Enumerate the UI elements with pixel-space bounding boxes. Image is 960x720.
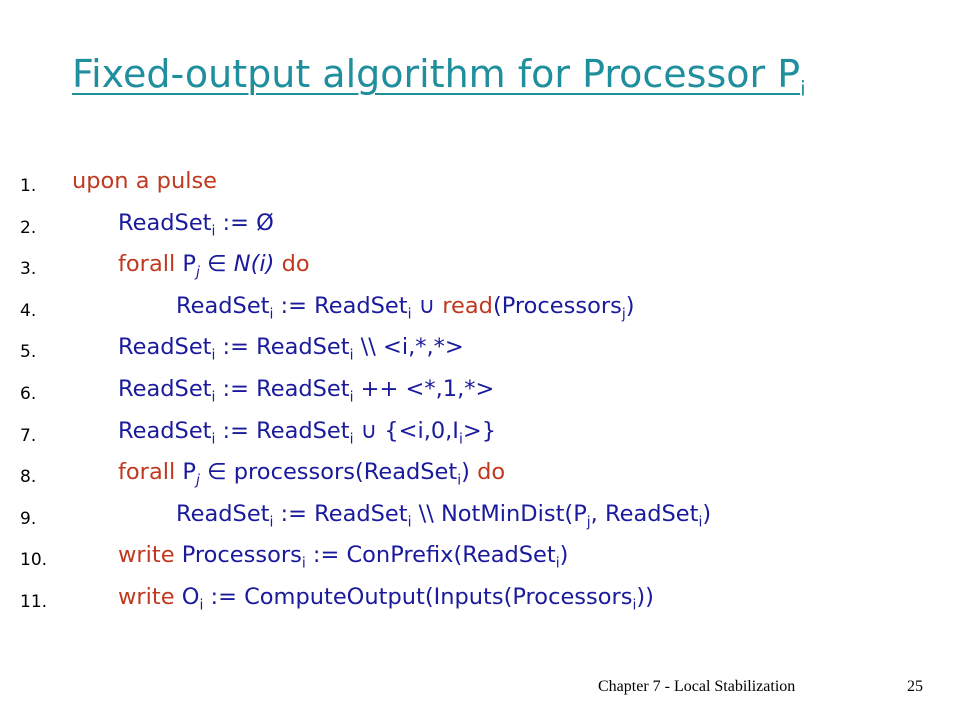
subscript: i [349,389,354,406]
code-token: ReadSet [118,417,212,444]
subscript: i [211,223,216,240]
subscript: i [407,306,412,323]
subscript: i [632,597,637,614]
footer-chapter: Chapter 7 - Local Stabilization [598,678,796,695]
code-token: := ReadSet [215,376,350,402]
subscript: i [269,306,274,323]
subscript: i [407,514,412,531]
keyword: upon a pulse [72,168,218,194]
code-token: := ComputeOutput(Inputs(Processors [203,584,633,610]
code-token: := ReadSet [215,334,350,361]
subscript: i [458,431,463,448]
code-text: forall Pj ∈ N(i) do [118,251,310,281]
code-token: ∪ [411,292,443,319]
footer-page-number: 25 [907,678,923,695]
line-number: 2. [20,217,37,238]
subscript: i [211,347,216,364]
subscript: i [211,389,216,406]
keyword: do [477,459,506,486]
code-token: >} [462,417,497,444]
subscript: i [698,514,703,531]
line-number: 5. [20,342,37,363]
subscript: i [349,347,354,364]
code-token: := ReadSet [273,500,408,527]
code-token: ∈ processors(ReadSet [199,459,458,486]
code-text: ReadSeti := ReadSeti ∪ {<i,0,Ii>} [118,418,496,448]
code-text: ReadSeti := ReadSeti ++ <*,1,*> [118,376,494,406]
subscript: i [555,555,560,572]
code-token: ReadSet [176,500,270,527]
keyword: do [281,251,310,278]
line-number: 11. [20,592,48,612]
keyword: read [442,292,493,319]
code-token: N(i) [233,251,275,278]
code-token: := ConPrefix(ReadSet [305,542,556,569]
slide-title: Fixed-output algorithm for Processor Pi [72,52,806,101]
code-token: ) [559,542,569,569]
code-token: ) [702,500,712,527]
code-token: ReadSet [118,376,212,402]
line-number: 1. [20,176,37,196]
code-token: , ReadSet [590,500,699,527]
code-token: ReadSet [118,209,212,236]
code-token: \\ NotMinDist(P [411,500,587,527]
subscript: j [586,514,591,531]
subscript: j [195,264,200,281]
code-token: ∈ [199,251,234,278]
line-number: 9. [20,508,37,529]
code-token: O [174,584,200,610]
line-number: 6. [20,384,37,404]
code-token [274,251,281,277]
code-token: ) [461,459,478,486]
keyword: write [118,542,175,569]
line-number: 7. [20,425,37,446]
subscript: j [195,472,200,489]
code-text: ReadSeti := ReadSeti ∪ read(Processorsj) [176,293,635,323]
subscript: j [621,306,626,323]
keyword: forall [118,459,176,486]
code-token: := ReadSet [215,417,350,444]
subscript: i [457,472,462,489]
subscript: i [199,597,204,614]
line-number: 10. [20,550,48,571]
line-number: 3. [20,259,37,280]
code-token: ++ <*,1,*> [353,376,495,402]
subscript: i [269,514,274,531]
code-token: P [175,251,196,278]
code-token: := Ø [215,209,274,236]
code-token: Processors [174,542,302,569]
slide-title-text: Fixed-output algorithm for Processor P [72,52,801,96]
subscript: i [211,431,216,448]
code-token: \\ <i,*,*> [353,334,464,361]
slide-title-subscript: i [800,76,806,101]
code-text: write Oi := ComputeOutput(Inputs(Process… [118,584,654,614]
code-token: ∪ {<i,0,I [353,417,459,444]
code-token: )) [636,584,654,610]
code-token: (Processors [492,292,622,319]
code-text: ReadSeti := Ø [118,210,274,240]
code-token: := ReadSet [273,292,408,319]
line-number: 4. [20,300,37,321]
code-text: ReadSeti := ReadSeti \\ NotMinDist(Pj, R… [176,501,711,531]
code-text: write Processorsi := ConPrefix(ReadSeti) [118,542,568,572]
code-token: ) [625,292,635,319]
code-token: ReadSet [118,334,212,361]
code-text: ReadSeti := ReadSeti \\ <i,*,*> [118,334,464,364]
code-token: ReadSet [176,292,270,319]
keyword: write [118,584,175,610]
line-number: 8. [20,467,37,488]
subscript: i [301,555,306,572]
keyword: forall [118,251,176,278]
code-text: upon a pulse [72,168,217,194]
code-text: forall Pj ∈ processors(ReadSeti) do [118,459,505,489]
subscript: i [349,431,354,448]
code-token: P [175,459,196,486]
